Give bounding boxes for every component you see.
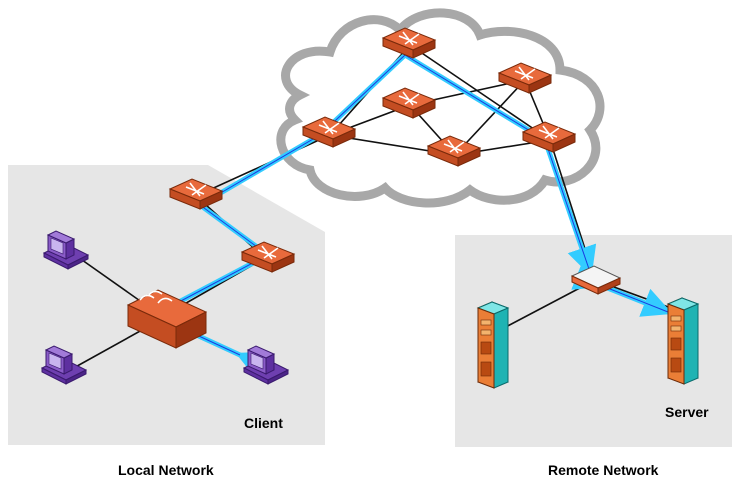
hub-icon	[126, 289, 208, 349]
server-icon	[667, 297, 699, 385]
local-network-label: Local Network	[118, 462, 214, 478]
client-label: Client	[244, 415, 283, 431]
remote-network-label: Remote Network	[548, 462, 659, 478]
cloud-icon	[276, 8, 605, 208]
server-label: Server	[665, 404, 709, 420]
switch-icon	[570, 265, 622, 295]
server-icon	[477, 301, 509, 389]
